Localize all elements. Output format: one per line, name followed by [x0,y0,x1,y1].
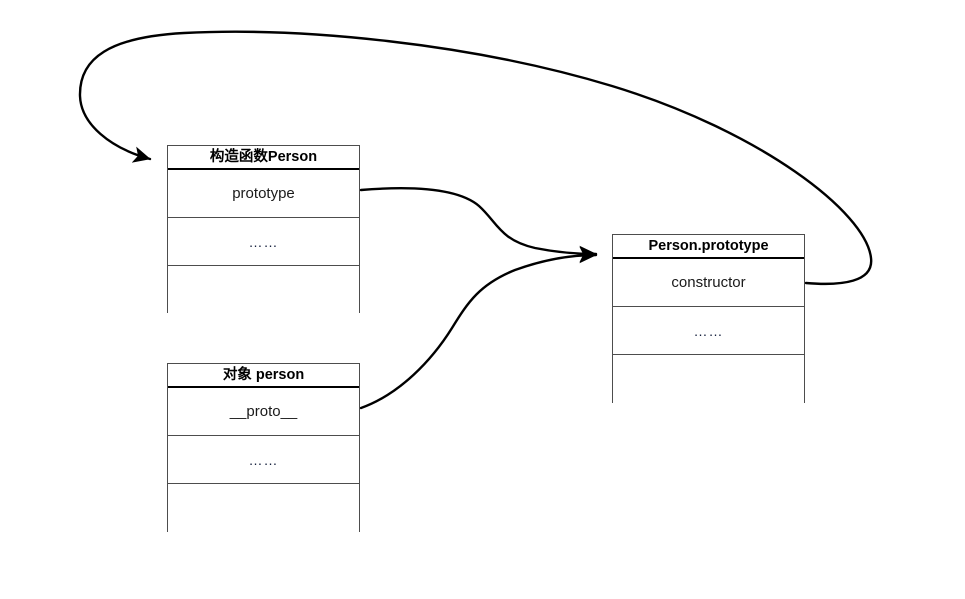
box-object-person-row-ellipsis: …… [168,436,359,484]
box-person-prototype-header: Person.prototype [613,235,804,259]
box-object-person-row-proto: __proto__ [168,388,359,436]
box-constructor-person-header: 构造函数Person [168,146,359,170]
box-person-prototype-row-ellipsis: …… [613,307,804,355]
box-constructor-person: 构造函数Person prototype …… [167,145,360,314]
box-person-prototype: Person.prototype constructor …… [612,234,805,403]
box-object-person: 对象 person __proto__ …… [167,363,360,532]
box-object-person-row-empty [168,484,359,532]
box-constructor-person-row-prototype: prototype [168,170,359,218]
edge-prototype-to-person-prototype [359,187,598,263]
box-person-prototype-row-constructor: constructor [613,259,804,307]
box-constructor-person-row-ellipsis: …… [168,218,359,266]
box-object-person-header: 对象 person [168,364,359,388]
box-constructor-person-row-empty [168,266,359,314]
box-person-prototype-row-empty [613,355,804,403]
edge-proto-to-person-prototype [359,246,598,410]
